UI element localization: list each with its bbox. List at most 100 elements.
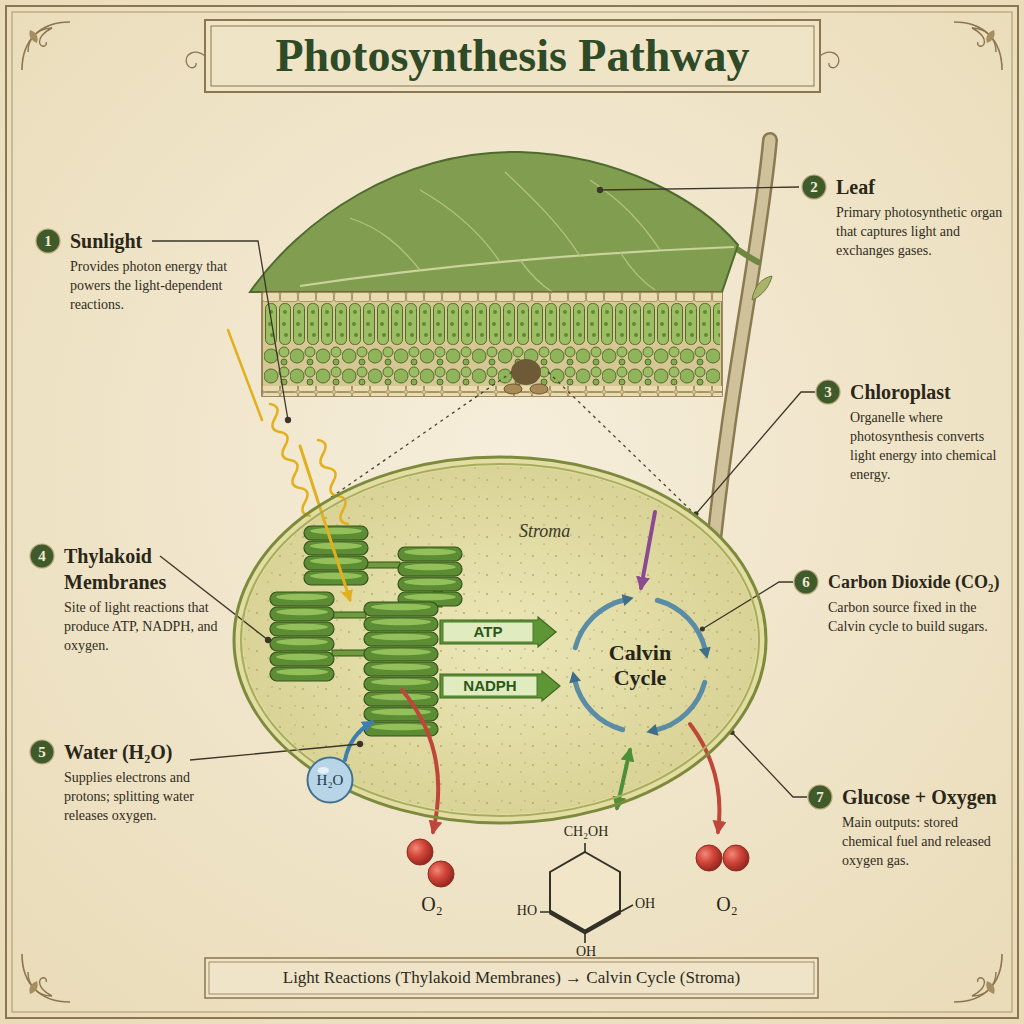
callout: 5Water (H₂O)Supplies electrons and proto…	[29, 739, 239, 825]
caption-band	[205, 958, 818, 998]
callout-text: Carbon Dioxide (CO₂) Carbon source fixed …	[828, 569, 1010, 636]
glucose-ring	[550, 852, 620, 932]
diagram-label: O₂	[421, 892, 442, 916]
callout-heading: Sunlight	[70, 228, 240, 254]
thylakoid-grana	[304, 526, 368, 540]
water-molecule: H₂O	[306, 756, 354, 804]
callout: 7 Glucose + OxygenMain outputs: stored ch…	[807, 784, 1007, 870]
callout-body: Organelle where photosynthesis converts …	[850, 408, 1000, 484]
badge-circle	[794, 570, 818, 594]
glucose-ring	[540, 843, 633, 943]
diagram-label: CH₂OH	[564, 824, 609, 841]
caption-band	[205, 958, 818, 998]
diagram-label: O₂	[716, 892, 737, 916]
page-frame	[22, 954, 70, 1002]
title-frame	[205, 20, 820, 92]
thylakoid-grana	[364, 692, 438, 706]
arrow-shape	[440, 671, 560, 701]
callout: 6 Carbon Dioxide (CO₂) Carbon source fixed…	[793, 569, 1010, 636]
callout-badge: 6	[793, 569, 819, 595]
callout-number: 6	[793, 569, 819, 595]
sunlight-rays	[228, 330, 350, 600]
arrow-label: ATP	[443, 622, 533, 642]
callout-body: Supplies electrons and protons; splittin…	[64, 768, 239, 825]
callout-badge: 3	[815, 379, 841, 405]
chloroplast-body	[243, 466, 757, 814]
badge-circle	[808, 785, 832, 809]
callout-text: Glucose + OxygenMain outputs: stored che…	[842, 784, 1007, 870]
glucose-ring	[540, 843, 633, 943]
energy-arrow: NADPH	[440, 671, 560, 701]
callout-body: Carbon source fixed in the Calvin cycle …	[828, 598, 1010, 636]
title-text: Photosynthesis Pathway	[205, 20, 820, 92]
title-frame	[186, 20, 839, 92]
oxygen-molecule	[407, 839, 433, 865]
diagram-label: OH	[576, 944, 596, 961]
oxygen-molecule	[723, 845, 749, 871]
leaf-cross-section	[530, 384, 548, 394]
callout-body: Main outputs: stored chemical fuel and r…	[842, 813, 1007, 870]
diagram-label: OH	[635, 896, 655, 913]
thylakoid-grana	[366, 562, 400, 568]
thylakoid-grana	[270, 622, 334, 636]
region-label: Stroma	[519, 521, 570, 542]
callout-heading: Leaf	[836, 174, 1006, 200]
cycle-arrowhead	[569, 671, 581, 683]
cycle-label: Calvin Cycle	[568, 640, 712, 690]
calvin-cycle-circle: Calvin Cycle	[568, 593, 712, 737]
callout-text: Thylakoid MembranesSite of light reactio…	[64, 543, 234, 655]
thylakoid-grana	[332, 612, 366, 618]
leaf-cross-section	[262, 292, 722, 302]
arrow-label-box	[443, 622, 533, 642]
cycle-arrowhead	[699, 647, 711, 659]
flow-arrows	[690, 724, 719, 832]
leaf-cross-section	[264, 346, 720, 386]
callout-number: 3	[815, 379, 841, 405]
callout-number: 4	[29, 543, 55, 569]
callout-badge: 4	[29, 543, 55, 569]
thylakoid-grana	[270, 652, 334, 666]
page-frame	[22, 22, 70, 70]
leader-line	[598, 188, 603, 193]
callout-heading: Water (H₂O)	[64, 739, 239, 765]
thylakoid-grana	[270, 637, 334, 651]
badge-circle	[30, 740, 54, 764]
leaf	[300, 247, 734, 286]
callout-number: 2	[801, 174, 827, 200]
callout-heading: Glucose + Oxygen	[842, 784, 1007, 810]
thylakoid-grana	[270, 592, 334, 606]
thylakoid-grana	[364, 707, 438, 721]
thylakoid-grana	[270, 667, 334, 681]
badge-circle	[802, 175, 826, 199]
molecule-label: H₂O	[306, 770, 354, 790]
thylakoid-grana	[364, 632, 438, 646]
callout-number: 7	[807, 784, 833, 810]
leader-dot	[700, 627, 705, 632]
callout: 2 LeafPrimary photosynthetic organ that c…	[801, 174, 1006, 260]
arrow-shape	[440, 617, 556, 647]
callout-badge: 2	[801, 174, 827, 200]
callout-heading: Carbon Dioxide (CO₂)	[828, 569, 1010, 595]
leaf-cross-section	[262, 386, 722, 396]
thylakoid-grana	[270, 607, 334, 621]
twig	[752, 276, 772, 300]
callout: 4 Thylakoid MembranesSite of light reacti…	[29, 543, 234, 655]
thylakoid-grana	[398, 577, 462, 591]
page-frame	[954, 22, 1002, 70]
badge-circle	[30, 544, 54, 568]
callout: 3ChloroplastOrganelle where photosynthes…	[815, 379, 1000, 484]
flow-arrows	[345, 722, 372, 760]
thylakoid-grana	[364, 647, 438, 661]
callout-body: Primary photosynthetic organ that captur…	[836, 203, 1006, 260]
callout-badge: 7	[807, 784, 833, 810]
badge-circle	[816, 380, 840, 404]
chloroplast-body	[234, 457, 766, 823]
callout-heading: Thylakoid Membranes	[64, 543, 234, 595]
glucose-ring	[550, 912, 620, 932]
leaf-cross-section	[264, 302, 720, 346]
leaf-cross-section	[262, 292, 722, 396]
thylakoid-grana	[364, 617, 438, 631]
leader-line	[732, 733, 807, 798]
